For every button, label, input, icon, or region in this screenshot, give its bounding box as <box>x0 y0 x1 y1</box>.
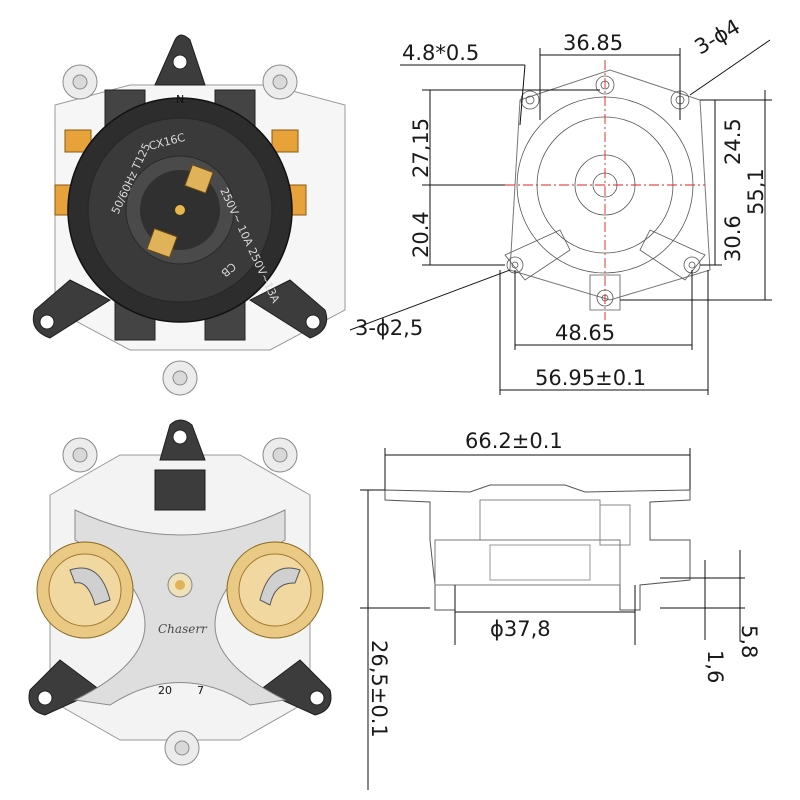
dim-top-holes: 3-ϕ4 <box>691 14 745 59</box>
side-view-drawing: 66.2±0.1 ϕ37,8 5,8 1,6 26,5±0.1 <box>360 429 761 790</box>
dim-side-diameter: ϕ37,8 <box>490 617 551 641</box>
dim-side-height: 26,5±0.1 <box>367 640 391 738</box>
dim-lower-height: 20.4 <box>409 211 433 258</box>
dim-bottom-holes: 3-ϕ2,5 <box>355 316 423 340</box>
rear-number-left: 20 <box>158 684 172 697</box>
dim-side-width: 66.2±0.1 <box>465 429 563 453</box>
dim-flange: 1,6 <box>703 650 727 683</box>
pin-label: N <box>176 93 184 106</box>
front-view-drawing: 36.85 4.8*0.5 3-ϕ4 27,15 20.4 24.5 30.6 … <box>349 14 772 395</box>
dim-hole-spacing: 48.65 <box>555 321 615 345</box>
rear-brand: Chaserr <box>158 622 208 636</box>
dim-right-lower: 30.6 <box>721 215 745 262</box>
dim-right-upper: 24.5 <box>721 118 745 165</box>
dim-overall-width: 56.95±0.1 <box>535 366 646 390</box>
rear-number-right: 7 <box>197 684 204 697</box>
dim-overall-height: 55,1 <box>744 168 768 215</box>
dim-upper-height: 27,15 <box>409 118 433 178</box>
rear-view-render: Chaserr 20 7 <box>28 419 332 766</box>
dim-tab-spacing: 36.85 <box>563 31 623 55</box>
dim-tab-size: 4.8*0.5 <box>402 41 479 65</box>
dim-step-height: 5,8 <box>737 625 761 658</box>
front-view-render: CX16C 50/60Hz T125 250V~ 10A 250V~13A CB… <box>32 34 346 396</box>
